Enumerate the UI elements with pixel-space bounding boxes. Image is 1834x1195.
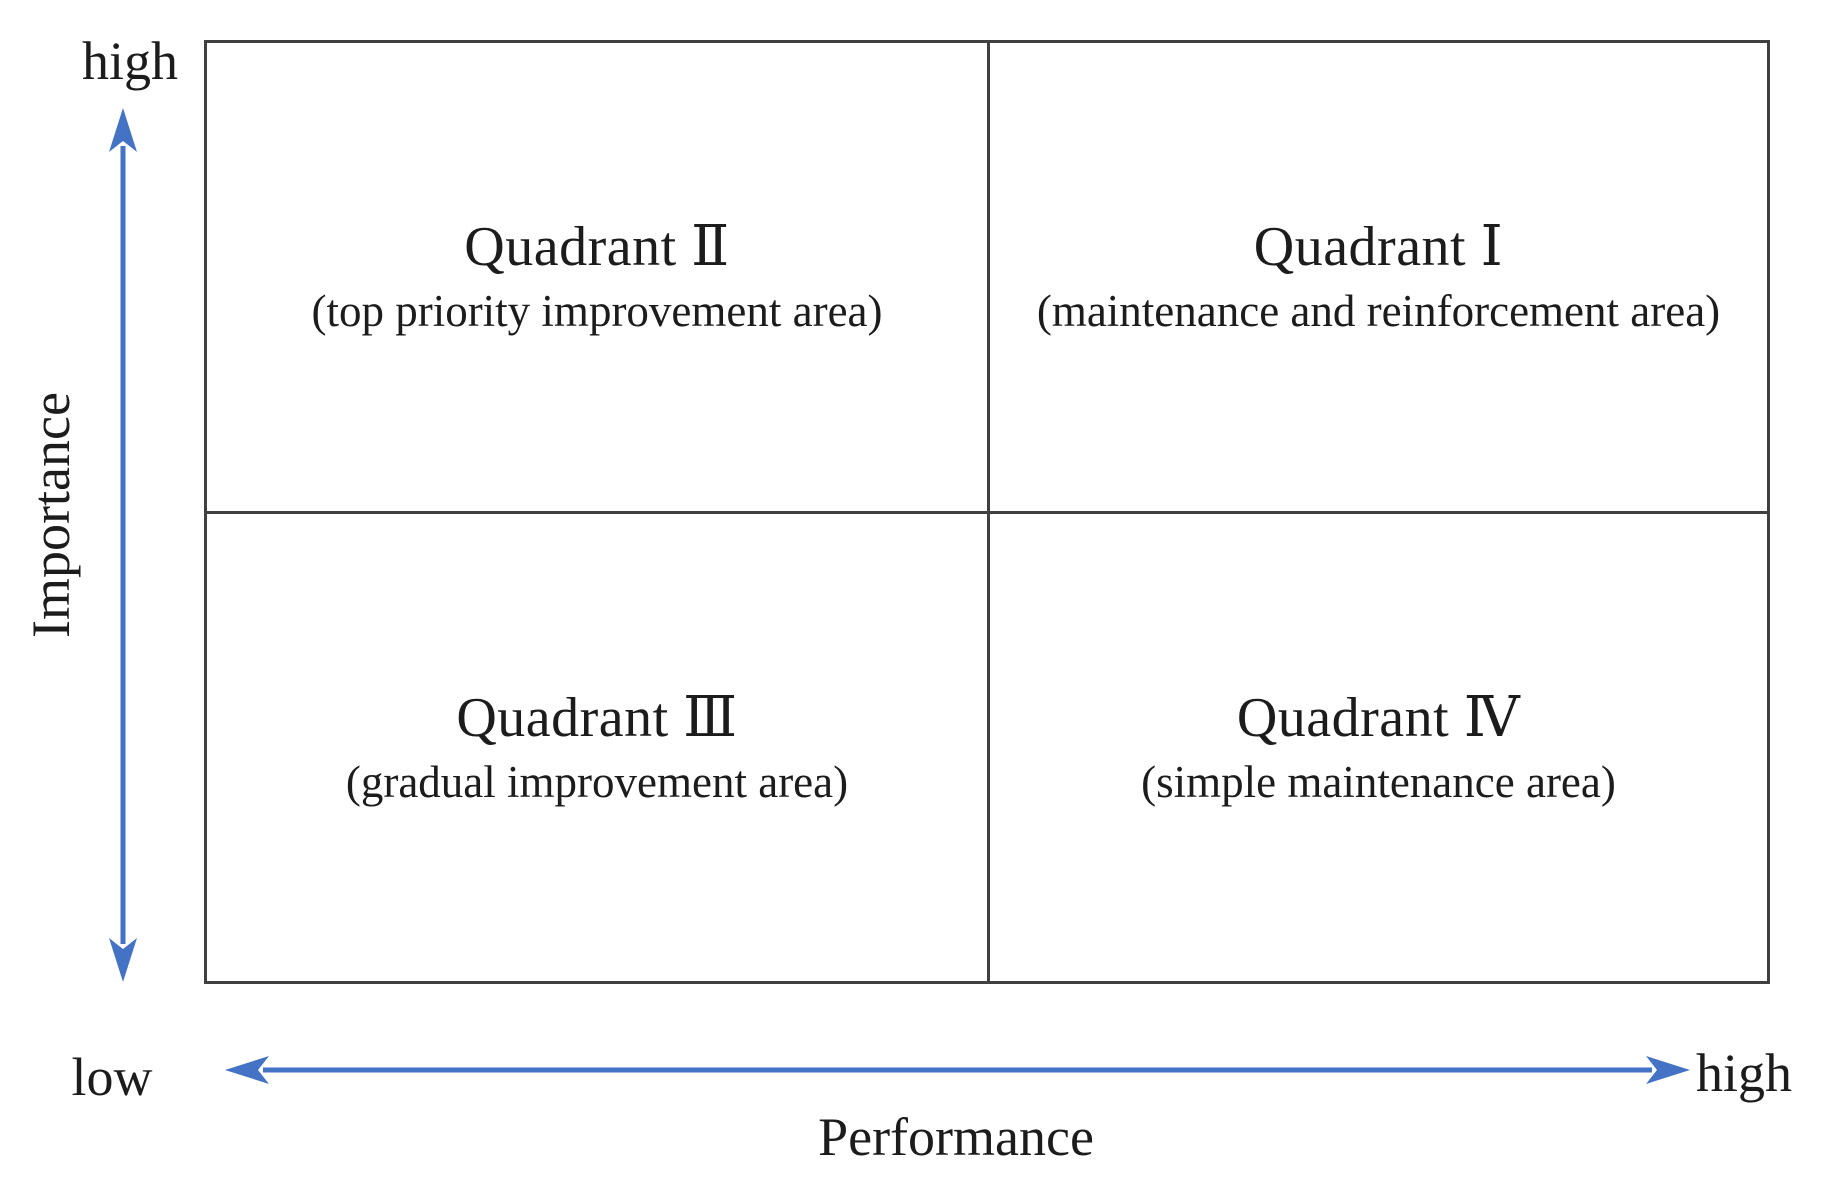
x-axis-high-label: high [1696,1043,1793,1103]
origin-low-label: low [71,1047,153,1107]
y-axis-title: Importance [21,392,81,638]
x-axis-title: Performance [818,1107,1094,1167]
quadrant-1-title: Quadrant Ⅰ [1253,216,1504,279]
matrix-grid: Quadrant Ⅱ (top priority improvement are… [204,40,1770,984]
quadrant-4-title: Quadrant Ⅳ [1236,686,1521,749]
quadrant-1-cell: Quadrant Ⅰ (maintenance and reinforcemen… [990,43,1767,514]
quadrant-4-cell: Quadrant Ⅳ (simple maintenance area) [990,514,1767,981]
y-axis-high-label: high [81,31,178,91]
quadrant-1-subtitle: (maintenance and reinforcement area) [1036,286,1721,337]
quadrant-2-subtitle: (top priority improvement area) [311,286,883,337]
importance-arrow [109,108,137,982]
quadrant-2-title: Quadrant Ⅱ [464,216,730,279]
quadrant-3-subtitle: (gradual improvement area) [345,756,849,807]
quadrant-4-subtitle: (simple maintenance area) [1141,756,1616,807]
quadrant-2-cell: Quadrant Ⅱ (top priority improvement are… [207,43,990,514]
performance-arrow [225,1056,1690,1084]
quadrant-3-cell: Quadrant Ⅲ (gradual improvement area) [207,514,990,981]
quadrant-3-title: Quadrant Ⅲ [456,686,738,749]
